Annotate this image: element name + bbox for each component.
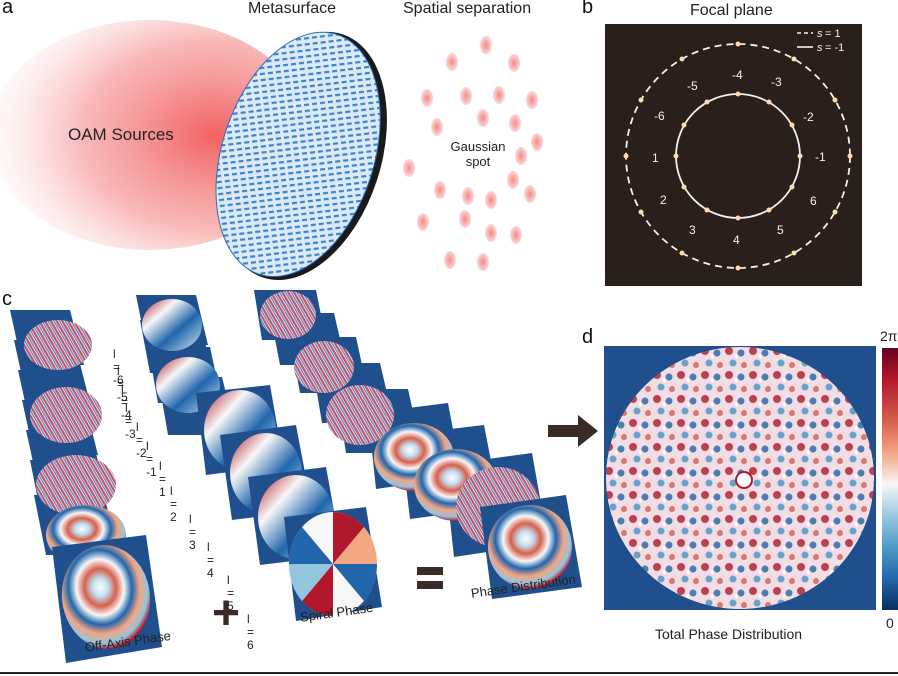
order-label-m3: -3 (771, 75, 782, 89)
total-phase-center (735, 471, 753, 489)
l-label-m1: l = -1 (146, 439, 157, 479)
equals-sign (417, 567, 443, 589)
spatial-separation-title: Spatial separation (403, 0, 532, 17)
off-axis-phase-stack (10, 310, 162, 663)
order-label-m4: -4 (732, 68, 743, 82)
l-label-m4: l = -4 (121, 382, 132, 422)
focal-plane-image: -4 -3 -2 -1 6 5 4 3 2 1 -6 -5 s = 1 s = … (605, 24, 862, 286)
order-label-6: 6 (810, 194, 817, 208)
order-label-1: 1 (652, 151, 659, 165)
panel-a-letter: a (2, 0, 14, 18)
panel-b-letter: b (582, 0, 594, 18)
order-label-m2: -2 (803, 110, 814, 124)
l-label-m2: l = -2 (136, 420, 147, 460)
panel-d-letter: d (582, 326, 594, 348)
spiral-phase-stack (136, 295, 382, 621)
l-label-3: l = 3 (189, 512, 197, 552)
order-label-m6: -6 (654, 109, 665, 123)
panel-c-letter: c (2, 288, 12, 310)
gaussian-label-line2: spot (465, 154, 491, 169)
metasurface-title: Metasurface (248, 0, 337, 17)
legend-s-value-1: = 1 (825, 28, 841, 40)
order-label-m1: -1 (815, 150, 826, 164)
gaussian-spot-label: Gaussian spot (446, 139, 510, 169)
focal-plane-title: Focal plane (690, 2, 773, 19)
l-label-2: l = 2 (170, 484, 178, 524)
plus-sign: + (212, 587, 240, 640)
l-label-m3: l = -3 (125, 401, 136, 441)
order-label-m5: -5 (687, 79, 698, 93)
arrow-to-total (548, 415, 598, 447)
focal-legend: s = 1 s = -1 (797, 28, 844, 54)
phase-distribution-stack (254, 290, 582, 599)
order-label-3: 3 (689, 223, 696, 237)
order-label-4: 4 (733, 233, 740, 247)
l-label-m5: l = -5 (117, 364, 128, 404)
l-label-m6: l = -6 (113, 347, 124, 387)
order-label-2: 2 (660, 193, 667, 207)
panel-c-illustration: + (10, 290, 598, 663)
order-label-5: 5 (777, 223, 784, 237)
ring-order-labels: -4 -3 -2 -1 6 5 4 3 2 1 -6 -5 (652, 68, 826, 247)
colorbar-min-label: 0 (886, 615, 894, 631)
spiral-phase-front (288, 511, 378, 617)
colorbar-max-label: 2π (880, 328, 898, 344)
total-phase-image (604, 346, 876, 610)
focal-spots (623, 41, 853, 271)
l-label-5: l = 5 (227, 573, 235, 613)
total-phase-caption: Total Phase Distribution (655, 626, 803, 642)
legend-s-symbol-1: s (817, 28, 823, 40)
oam-sources-label: OAM Sources (68, 125, 174, 144)
legend-s-symbol-2: s (817, 42, 823, 54)
legend-s-value-2: = -1 (825, 42, 844, 54)
l-label-4: l = 4 (207, 540, 215, 580)
metasurface-disk (215, 31, 387, 281)
l-label-1: l = 1 (159, 459, 167, 499)
colorbar (882, 348, 898, 610)
gaussian-label-line1: Gaussian (450, 139, 506, 154)
panel-a-illustration (0, 20, 543, 281)
gaussian-spots (403, 36, 543, 271)
l-label-6: l = 6 (247, 612, 255, 652)
bottom-rule (0, 672, 898, 674)
